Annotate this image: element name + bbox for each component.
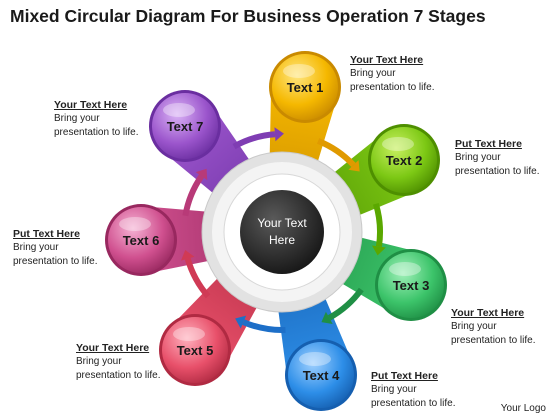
stage-6-cap: Text 6 [105,204,177,276]
note-line: presentation to life. [350,82,435,93]
stage-2-cap: Text 2 [368,124,440,196]
center-text-line2: Here [269,233,295,247]
stage-4-cap: Text 4 [285,339,357,411]
center-circle [240,190,324,274]
flow-arrow-head [195,168,208,181]
note-line: Bring your [13,242,59,253]
flow-arrow-head [235,315,247,329]
note-line: presentation to life. [455,166,540,177]
note-line: Bring your [455,152,501,163]
note-stage-7: Your Text Here Bring your presentation t… [54,98,139,140]
flow-arrow-head [348,160,360,172]
note-line: Bring your [350,68,396,79]
note-stage-1: Your Text Here Bring your presentation t… [350,53,435,95]
flow-arrow [372,202,383,247]
stage-5-cap: Text 5 [159,314,231,386]
stage-2-label: Text 2 [386,153,423,168]
note-line: presentation to life. [371,398,456,409]
note-stage-5: Your Text Here Bring your presentation t… [76,341,161,383]
flow-arrow [184,257,211,299]
stage-7-cap: Text 7 [149,90,221,162]
note-heading: Put Text Here [13,228,80,240]
stage-1-cap: Text 1 [269,51,341,123]
stage-caps: Text 1 Text 2 Text 3 Text 4 Text 5 Text 6 Text… [105,51,447,411]
stage-7-label: Text 7 [167,119,204,134]
note-line: Bring your [76,356,122,367]
flow-arrow-head [372,245,386,256]
flow-arrow-head [274,127,284,142]
note-line: Bring your [54,113,100,124]
note-line: presentation to life. [76,370,161,381]
note-line: presentation to life. [13,256,98,267]
flow-arrow [327,287,364,321]
note-line: presentation to life. [54,127,139,138]
flow-arrow-head [180,250,195,261]
stage-3-cap: Text 3 [375,249,447,321]
note-stage-2: Put Text Here Bring your presentation to… [455,137,540,179]
center-text-line1: Your Text [257,216,307,230]
note-heading: Your Text Here [76,342,150,354]
stage-4-label: Text 4 [303,368,340,383]
note-stage-3: Your Text Here Bring your presentation t… [451,306,536,348]
stage-1-label: Text 1 [287,80,324,95]
note-heading: Your Text Here [350,54,424,66]
stage-3-label: Text 3 [393,278,430,293]
flow-arrow [232,131,276,150]
page-title: Mixed Circular Diagram For Business Oper… [10,6,486,26]
note-line: Bring your [371,384,417,395]
flow-arrow-head [321,311,333,324]
note-line: presentation to life. [451,335,536,346]
note-stage-4: Put Text Here Bring your presentation to… [371,369,456,411]
stage-5-label: Text 5 [177,343,214,358]
note-stage-6: Put Text Here Bring your presentation to… [13,227,98,269]
note-line: Bring your [451,321,497,332]
logo-text: Your Logo [500,403,546,414]
center-hub: Your Text Here [201,151,363,313]
note-heading: Put Text Here [455,138,522,150]
flow-arrow [316,138,356,168]
flow-arrow [182,174,204,217]
note-heading: Your Text Here [451,307,525,319]
note-heading: Put Text Here [371,370,438,382]
note-heading: Your Text Here [54,99,128,111]
flow-arrow [242,319,286,333]
stage-6-label: Text 6 [123,233,160,248]
stage-arrows [180,127,386,333]
